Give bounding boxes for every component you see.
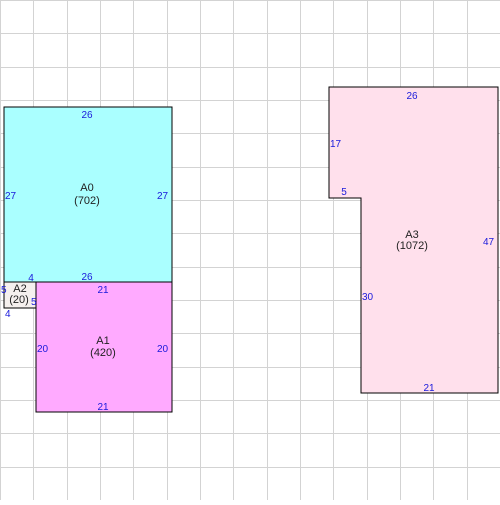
area-a1-dim-left: 20 <box>37 344 49 355</box>
area-a0-dim-left: 27 <box>5 191 17 202</box>
area-a2-name: A2 <box>13 283 26 295</box>
area-a1-dim-top: 21 <box>97 285 109 296</box>
area-a3-dim-left-upper: 17 <box>330 139 342 150</box>
area-a2[interactable]: A2 (20) 5 4 5 <box>1 281 37 320</box>
area-a2-shape[interactable] <box>3 281 37 309</box>
area-a3-dim-bottom: 21 <box>423 383 435 394</box>
area-a0-name: A0 <box>80 182 93 194</box>
area-a3-area: (1072) <box>396 240 428 252</box>
area-a1-name: A1 <box>96 335 109 347</box>
area-a1-area: (420) <box>90 347 116 359</box>
area-a3-shape[interactable] <box>328 86 499 394</box>
area-a1-dim-right: 20 <box>157 344 169 355</box>
area-a3-dim-left-lower: 30 <box>362 292 374 303</box>
area-a3-dim-right: 47 <box>483 237 495 248</box>
area-a1-dim-bottom: 21 <box>97 402 109 413</box>
area-a2-dim-right: 5 <box>31 297 37 308</box>
area-a0-area: (702) <box>74 195 100 207</box>
area-a0-dim-bottom: 26 <box>81 272 93 283</box>
area-a3[interactable]: A3 (1072) 26 17 5 47 30 21 <box>328 86 499 394</box>
area-a0[interactable]: A0 (702) 26 27 27 26 4 <box>3 106 173 284</box>
area-a3-dim-top: 26 <box>406 91 418 102</box>
area-a2-dim-bottom: 4 <box>5 309 11 320</box>
area-a2-area: (20) <box>9 294 29 306</box>
area-a0-dim-top: 26 <box>81 110 93 121</box>
area-a2-dim-left: 5 <box>1 285 7 296</box>
area-a3-name: A3 <box>405 229 418 241</box>
area-a0-dim-notch: 4 <box>28 273 34 284</box>
area-a1[interactable]: A1 (420) 21 20 20 21 <box>35 281 173 413</box>
area-a1-shape[interactable] <box>35 281 173 413</box>
area-a3-dim-step: 5 <box>341 187 347 198</box>
area-a0-dim-right: 27 <box>157 191 169 202</box>
